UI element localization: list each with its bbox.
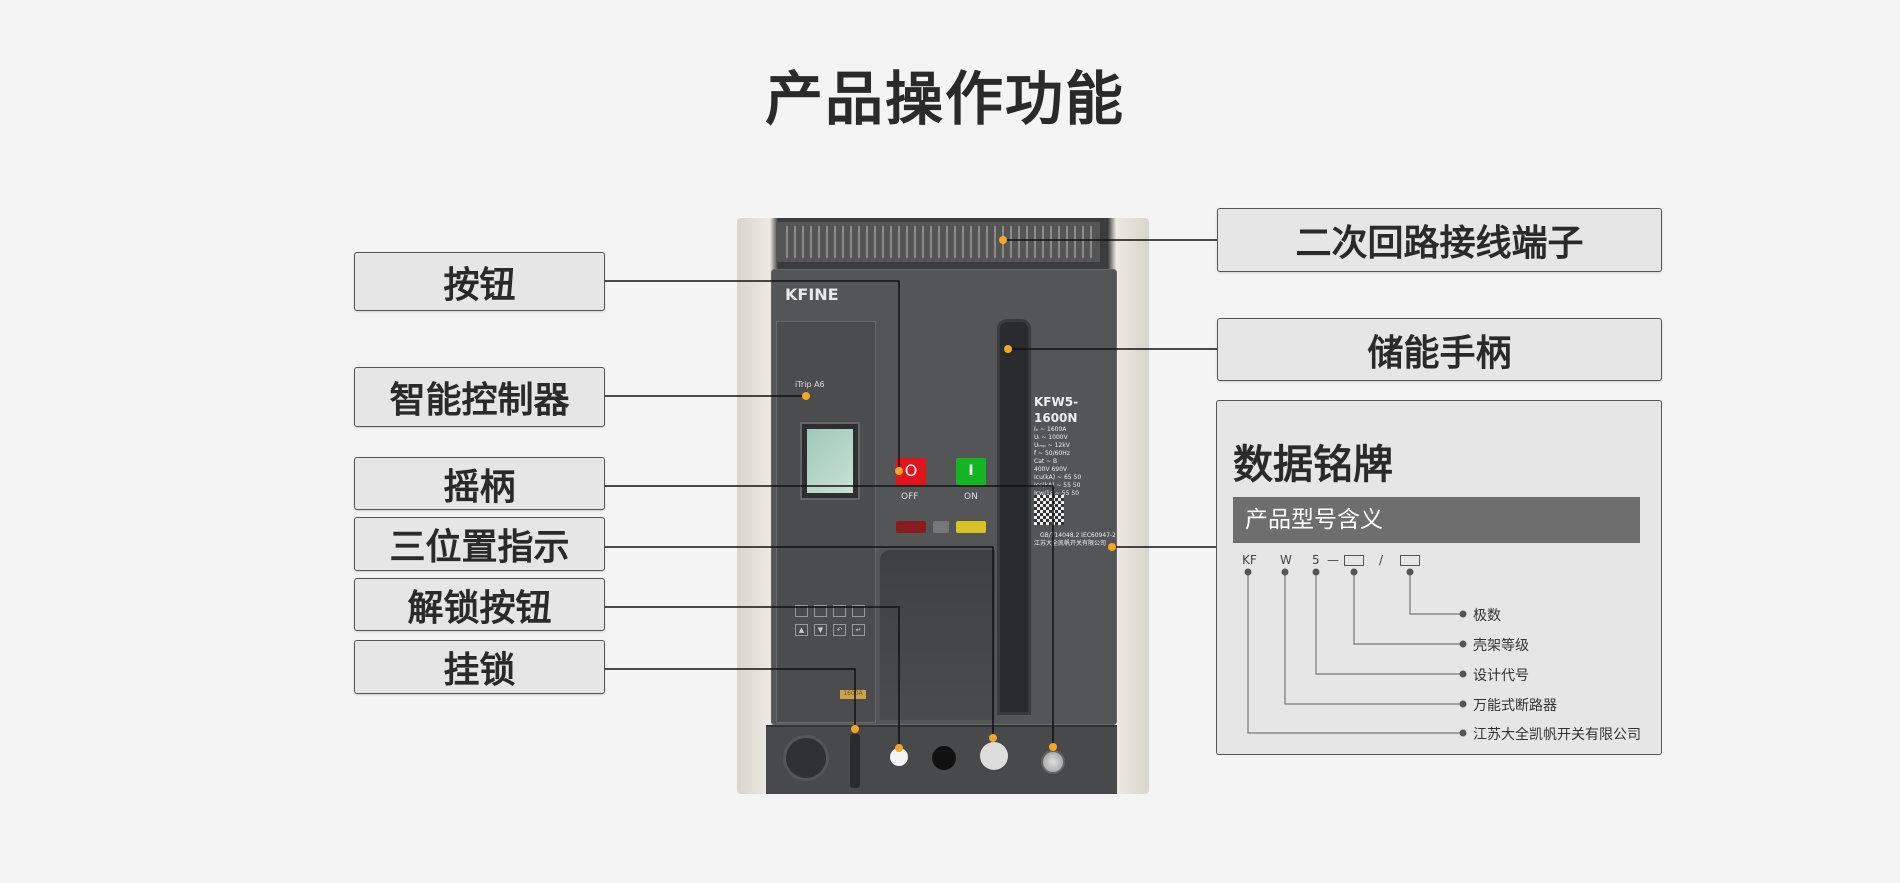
controller-lcd [800, 422, 860, 500]
key-measure[interactable] [795, 605, 808, 617]
standards: GB/T14048.2 IEC60947-2 [1040, 532, 1116, 539]
model-number: KFW5-1600N [1034, 395, 1079, 425]
meaning-maker: 江苏大全凯帆开关有限公司 [1473, 727, 1641, 743]
key-set[interactable] [814, 605, 827, 617]
smart-controller [776, 321, 876, 723]
key-info[interactable] [852, 605, 865, 617]
open-indicator [896, 521, 926, 533]
padlock-slider[interactable] [850, 734, 860, 788]
label-button: 按钮 [354, 252, 605, 311]
off-label: OFF [901, 492, 919, 502]
on-button[interactable]: I [956, 458, 986, 485]
code-w: W [1280, 553, 1292, 567]
device-nameplate: KFW5-1600N Iₙ ~ 1600A Uᵢ ~ 1000V Uᵢₘₚ ~ … [1034, 394, 1116, 548]
spec-line: Icw/1s ~ 55 50 [1034, 490, 1079, 497]
code-kf: KF [1242, 553, 1257, 567]
meaning-type: 万能式断路器 [1473, 698, 1557, 714]
label-secondary-terminal: 二次回路接线端子 [1217, 208, 1662, 272]
nameplate-title: 数据铭牌 [1233, 442, 1393, 488]
key-enter[interactable]: ↵ [852, 624, 865, 636]
code-5: 5 [1312, 553, 1320, 567]
spec-line: Cat ~ B [1034, 458, 1058, 465]
spec-line: f ~ 50/60Hz [1034, 450, 1070, 457]
label-smart-controller: 智能控制器 [354, 367, 605, 427]
label-crank: 摇柄 [354, 457, 605, 510]
spec-line: Uᵢₘₚ ~ 12kV [1034, 442, 1070, 449]
meaning-design: 设计代号 [1473, 668, 1529, 684]
key-down[interactable]: ▼ [814, 624, 827, 636]
spec-line: Uᵢ ~ 1000V [1034, 434, 1068, 441]
position-indicator-dial [980, 742, 1008, 770]
label-unlock-button: 解锁按钮 [354, 578, 605, 631]
spec-line: 400V 690V [1034, 466, 1068, 473]
key-protect[interactable] [833, 605, 846, 617]
code-slash: / [1379, 553, 1384, 567]
nameplate-panel [1216, 400, 1662, 755]
code-box-poles [1400, 555, 1420, 566]
secondary-terminal-block [776, 222, 1100, 262]
label-padlock: 挂锁 [354, 640, 605, 694]
meaning-poles: 极数 [1473, 608, 1501, 624]
label-charging-handle: 储能手柄 [1217, 318, 1662, 381]
model-meaning-bar: 产品型号含义 [1233, 497, 1640, 543]
maker-name: 江苏大全凯帆开关有限公司 [1034, 540, 1107, 547]
qr-code [1034, 495, 1064, 525]
unlock-button[interactable] [890, 748, 908, 766]
controller-name: iTrip A6 [795, 380, 825, 389]
key-up[interactable]: ▲ [795, 624, 808, 636]
crank-hole [932, 746, 956, 770]
rack-socket [783, 735, 829, 781]
rating-tag: 1600A [840, 690, 866, 699]
on-label: ON [964, 492, 978, 502]
spec-line: Iₙ ~ 1600A [1034, 426, 1067, 433]
charged-indicator [956, 521, 986, 533]
page-title: 产品操作功能 [764, 65, 1125, 133]
key-back[interactable]: ↶ [833, 624, 846, 636]
spec-line: Icu(kA) ~ 65 50 [1034, 474, 1082, 481]
spec-line: Ics(kA) ~ 55 50 [1034, 482, 1081, 489]
meaning-frame: 壳架等级 [1473, 638, 1529, 654]
ready-indicator [933, 521, 949, 533]
brand-logo: KFINE [785, 285, 839, 304]
charging-handle[interactable] [997, 319, 1031, 715]
code-box-frame [1344, 555, 1364, 566]
code-dash: — [1327, 553, 1339, 567]
label-position-indicator: 三位置指示 [354, 517, 605, 571]
